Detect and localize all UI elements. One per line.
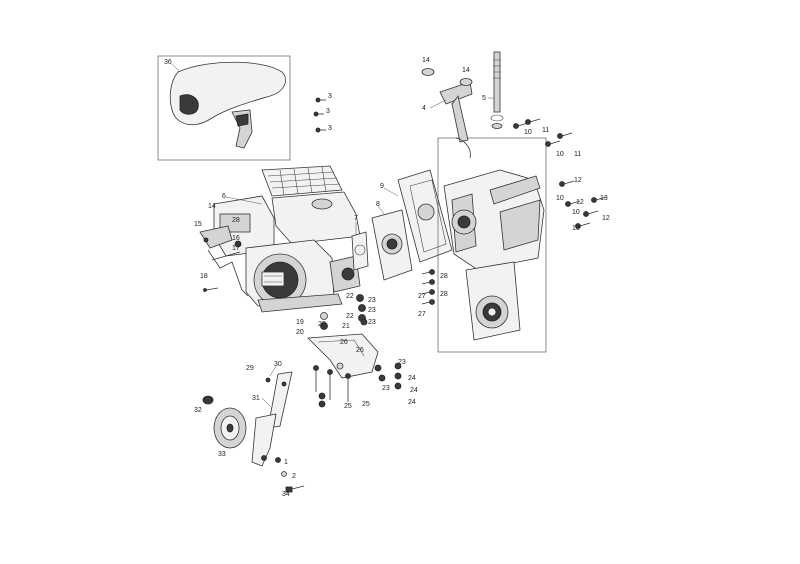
label-23b: 23 (368, 307, 376, 314)
gasket-plates (351, 169, 453, 281)
label-3b: 3 (326, 108, 330, 115)
label-22a: 22 (346, 293, 354, 300)
label-26b: 26 (356, 347, 364, 354)
mounting-plate (307, 333, 402, 408)
inset-box-cover (157, 55, 291, 161)
label-32: 32 (194, 407, 202, 414)
leader-lines (225, 97, 494, 407)
bolts-26-28 (421, 269, 435, 305)
label-34: 34 (282, 491, 290, 498)
engine-assembly (213, 165, 361, 313)
label-23a: 23 (368, 297, 376, 304)
label-7: 7 (354, 215, 358, 222)
label-10a: 10 (524, 129, 532, 136)
part-labels: 36 3 3 3 14 14 4 5 10 11 10 11 6 14 15 2… (164, 57, 610, 498)
label-10c: 10 (556, 195, 564, 202)
label-29: 29 (246, 365, 254, 372)
label-25b: 25 (362, 401, 370, 408)
label-10b: 10 (556, 151, 564, 158)
throttle-bracket (199, 225, 249, 297)
label-18: 18 (200, 273, 208, 280)
label-24a: 24 (408, 375, 416, 382)
label-10e: 10 (572, 225, 580, 232)
label-30: 30 (274, 361, 282, 368)
label-12b: 12 (576, 199, 584, 206)
label-10d: 10 (572, 209, 580, 216)
label-14b: 14 (462, 67, 470, 74)
label-22b: 22 (346, 313, 354, 320)
label-24c: 24 (408, 399, 416, 406)
wheel-stand (202, 371, 305, 493)
label-5: 5 (482, 95, 486, 102)
label-4: 4 (422, 105, 426, 112)
label-23d: 23 (398, 359, 406, 366)
label-19: 19 (296, 319, 304, 326)
label-15: 15 (194, 221, 202, 228)
screws-3 (313, 97, 326, 133)
label-28b: 28 (440, 273, 448, 280)
label-11a: 11 (542, 127, 549, 134)
label-28c: 28 (440, 291, 448, 298)
label-12a: 12 (574, 177, 582, 184)
label-26a: 26 (340, 339, 348, 346)
label-28a: 28 (232, 217, 240, 224)
label-21: 21 (342, 323, 350, 330)
label-3c: 3 (328, 125, 332, 132)
label-36: 36 (164, 59, 172, 66)
label-23c: 23 (368, 319, 376, 326)
label-2: 2 (292, 473, 296, 480)
label-20a: 20 (318, 321, 326, 328)
label-27a: 27 (418, 293, 426, 300)
bolts-gearbox (513, 118, 607, 229)
label-33: 33 (218, 451, 226, 458)
gearbox-assembly (421, 51, 547, 353)
label-16: 16 (232, 235, 240, 242)
label-14a: 14 (422, 57, 430, 64)
label-8: 8 (376, 201, 380, 208)
label-1: 1 (284, 459, 288, 466)
washers-23 (320, 294, 368, 330)
label-6: 6 (222, 193, 226, 200)
label-23e: 23 (382, 385, 390, 392)
label-25a: 25 (344, 403, 352, 410)
label-9: 9 (380, 183, 384, 190)
label-3a: 3 (328, 93, 332, 100)
label-14c: 14 (208, 203, 216, 210)
label-27b: 27 (418, 311, 426, 318)
label-24b: 24 (410, 387, 418, 394)
label-31: 31 (252, 395, 260, 402)
label-13: 13 (600, 195, 608, 202)
label-20b: 20 (296, 329, 304, 336)
label-17: 17 (232, 245, 240, 252)
label-12c: 12 (602, 215, 610, 222)
label-11b: 11 (574, 151, 581, 158)
